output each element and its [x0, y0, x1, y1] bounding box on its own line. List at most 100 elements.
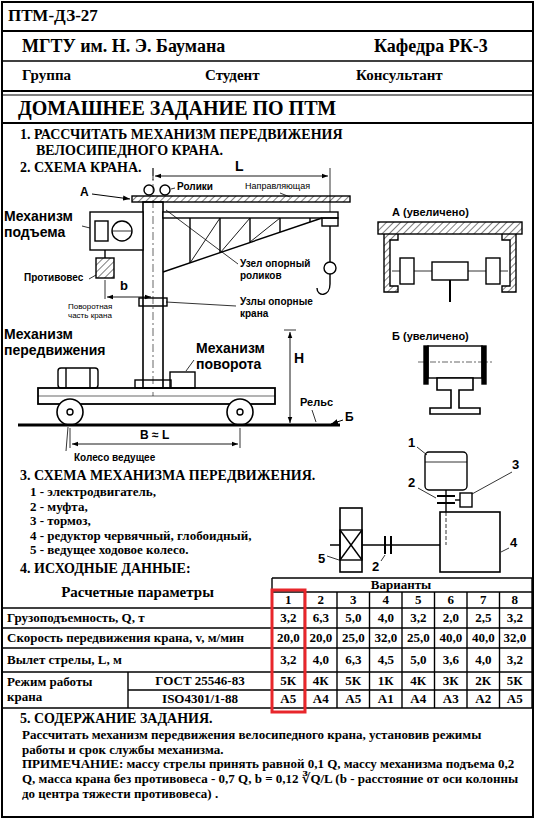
form-frame-part: [2, 60, 533, 62]
drive-scheme-part: [425, 462, 467, 463]
part-label: Механизм поворота: [196, 340, 286, 372]
part-label: Колесо ведущее: [74, 452, 155, 464]
crane-drawing-part: [96, 258, 114, 278]
drive-scheme-part: [418, 488, 436, 498]
detail-a-part: [378, 222, 522, 234]
variant-number: 3: [337, 592, 370, 608]
crane-drawing-part: [250, 218, 280, 242]
data-table-part: [336, 592, 337, 708]
callout-number: 2: [408, 476, 415, 491]
crane-drawing-part: [190, 218, 220, 263]
table-value: 6,3: [337, 648, 370, 672]
crane-drawing-part: [312, 410, 316, 422]
drive-scheme-part: [390, 536, 392, 554]
callout-number: 5: [318, 552, 325, 567]
table-header: Варианты: [271, 578, 531, 592]
highlight-frame: [272, 590, 305, 712]
drive-scheme-part: [425, 452, 467, 490]
part-label: Поворотная часть крана: [68, 302, 130, 320]
detail-b-part: [424, 346, 428, 384]
crane-drawing-part: [189, 218, 190, 263]
variant-number: 7: [467, 592, 500, 608]
table-value: 4,5: [370, 648, 403, 672]
callout-number: 4: [510, 536, 517, 551]
table-value: 5,0: [402, 648, 435, 672]
form-frame-part: [2, 95, 533, 96]
data-table-part: [3, 627, 532, 628]
data-table-part: [128, 689, 532, 690]
legend-item: 5 - ведущее ходовое колесо.: [30, 543, 189, 558]
table-value: 40,0: [467, 628, 500, 648]
crane-drawing-part: [82, 226, 90, 228]
table-value: A1: [370, 690, 403, 708]
table-value: 40,0: [435, 628, 468, 648]
table-value: 5К: [337, 672, 370, 690]
department-name: Кафедра РК-3: [374, 36, 488, 57]
variant-number: 4: [370, 592, 403, 608]
crane-drawing-part: [132, 196, 350, 202]
crane-drawing-part: [166, 210, 238, 264]
crane-drawing-part: [220, 218, 250, 253]
data-table: [3, 578, 532, 708]
crane-drawing-part: [249, 218, 250, 242]
callout-number: 3: [512, 458, 519, 473]
section-heading: 5. СОДЕРЖАНИЕ ЗАДАНИЯ.: [20, 711, 213, 727]
crane-drawing-part: [95, 221, 108, 241]
table-value: A4: [402, 690, 435, 708]
note-text: ПРИМЕЧАНИЕ: массу стрелы принять равной …: [22, 757, 527, 802]
crane-drawing-part: [219, 218, 220, 253]
section-heading: 2. СХЕМА КРАНА.: [20, 160, 142, 176]
view-title: Б (увеличено): [392, 330, 469, 343]
detail-a-part: [400, 258, 414, 284]
table-value: 2,0: [435, 608, 468, 628]
section-heading: 3. СХЕМА МЕХАНИЗМА ПЕРЕДВИЖЕНИЯ.: [20, 468, 315, 484]
part-label: Механизм передвижения: [4, 326, 109, 358]
parameter-name: Скорость передвижения крана, v, м/мин: [3, 628, 272, 648]
crane-drawing-part: [72, 444, 238, 445]
parameter-name: Вылет стрелы, L, м: [3, 648, 272, 672]
variant-number: 1: [272, 592, 305, 608]
drive-scheme-part: [417, 447, 427, 455]
detail-a-part: [449, 280, 451, 302]
data-table-part: [3, 707, 532, 708]
table-value: 25,0: [337, 628, 370, 648]
view-mark: А: [80, 186, 89, 200]
variant-number: 5: [402, 592, 435, 608]
table-value: 25,0: [402, 628, 435, 648]
view-mark: Б: [345, 411, 354, 425]
data-table-part: [127, 672, 128, 708]
table-value: 3,2: [499, 608, 532, 628]
drive-scheme: [327, 447, 512, 572]
crane-drawing-part: [38, 396, 275, 397]
crane-drawing-part: [227, 399, 253, 425]
legend-item: 3 - тормоз,: [30, 514, 91, 529]
table-value: 3,2: [272, 608, 305, 628]
legend-item: 1 - электродвигатель,: [30, 485, 156, 500]
crane-drawing-part: [317, 274, 330, 294]
drive-scheme-part: [381, 555, 385, 561]
table-value: A5: [337, 690, 370, 708]
crane-drawing-part: [279, 218, 280, 232]
table-value: A2: [467, 690, 500, 708]
variant-number: 8: [499, 592, 532, 608]
crane-drawing-part: [155, 176, 328, 177]
page-title: ДОМАШНЕЕ ЗАДАНИЕ ПО ПТМ: [18, 97, 336, 120]
part-label: Узлы опорные крана: [240, 296, 325, 319]
table-value: 5К: [272, 672, 305, 690]
part-label: Рельс: [300, 396, 333, 409]
form-frame-part: [2, 30, 533, 32]
field-label: Студент: [205, 67, 260, 84]
detail-b: [418, 346, 492, 414]
table-value: 2К: [467, 672, 500, 690]
part-label: Узел опорный роликов: [240, 258, 325, 281]
drive-scheme-part: [340, 508, 362, 572]
data-table-part: [3, 671, 532, 672]
drive-scheme-part: [460, 493, 472, 507]
table-value: 5,0: [337, 608, 370, 628]
crane-drawing-part: [186, 360, 194, 371]
field-label: Консультант: [356, 67, 443, 84]
table-value: 4,0: [467, 648, 500, 672]
